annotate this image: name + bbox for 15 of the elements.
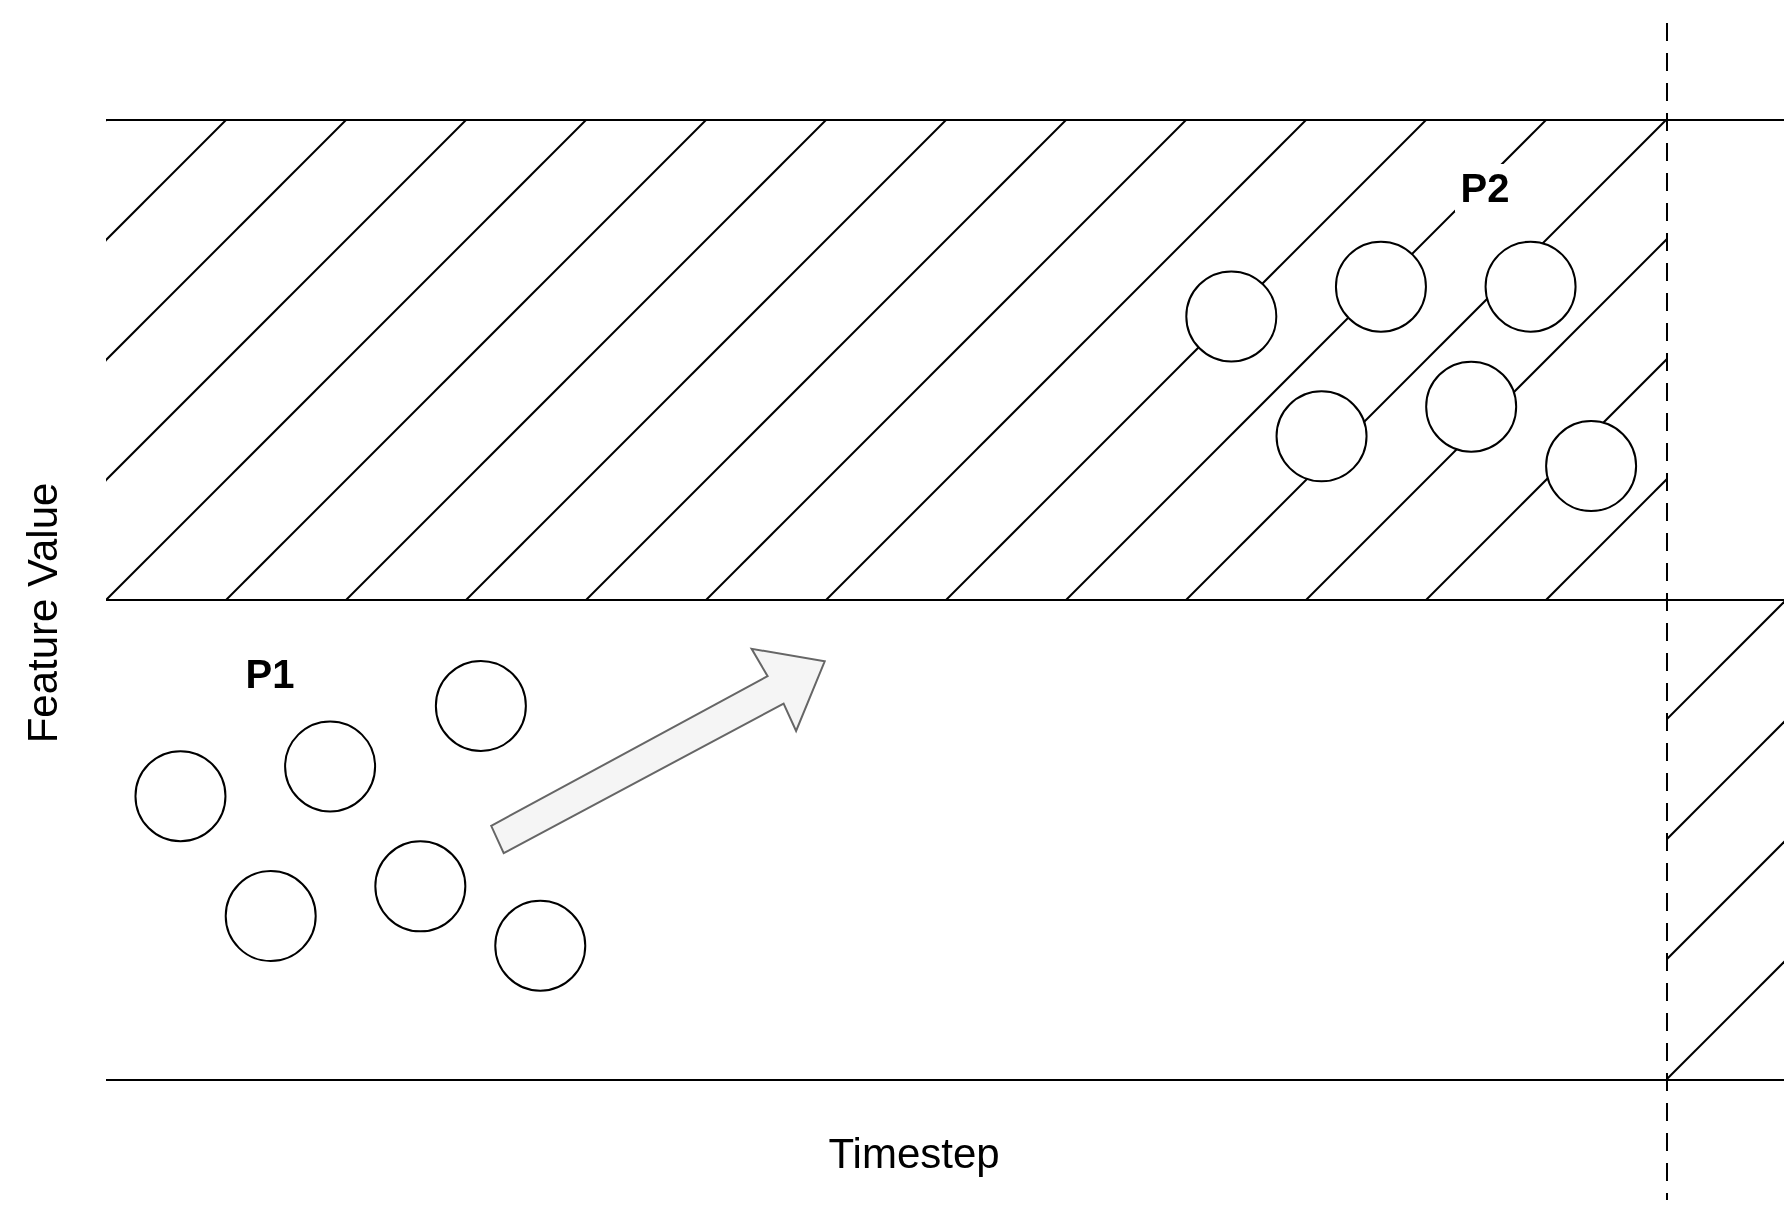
data-point-circle [1484, 240, 1577, 333]
axis-label: Timestep [828, 1133, 1000, 1175]
axis-label: Feature Value [21, 482, 64, 744]
data-point-circle [134, 750, 227, 843]
data-point-circle [374, 840, 467, 933]
data-point-circle [1185, 270, 1278, 363]
data-point-circle [1425, 360, 1518, 453]
data-point-circle [284, 720, 377, 813]
data-point-circle [494, 899, 587, 992]
data-point-circle [224, 870, 317, 963]
region-label: P1 [245, 654, 295, 694]
data-point-circle [434, 659, 527, 752]
data-point-circle [1334, 240, 1427, 333]
data-point-circle [1275, 390, 1368, 483]
data-point-circle [1545, 420, 1638, 513]
